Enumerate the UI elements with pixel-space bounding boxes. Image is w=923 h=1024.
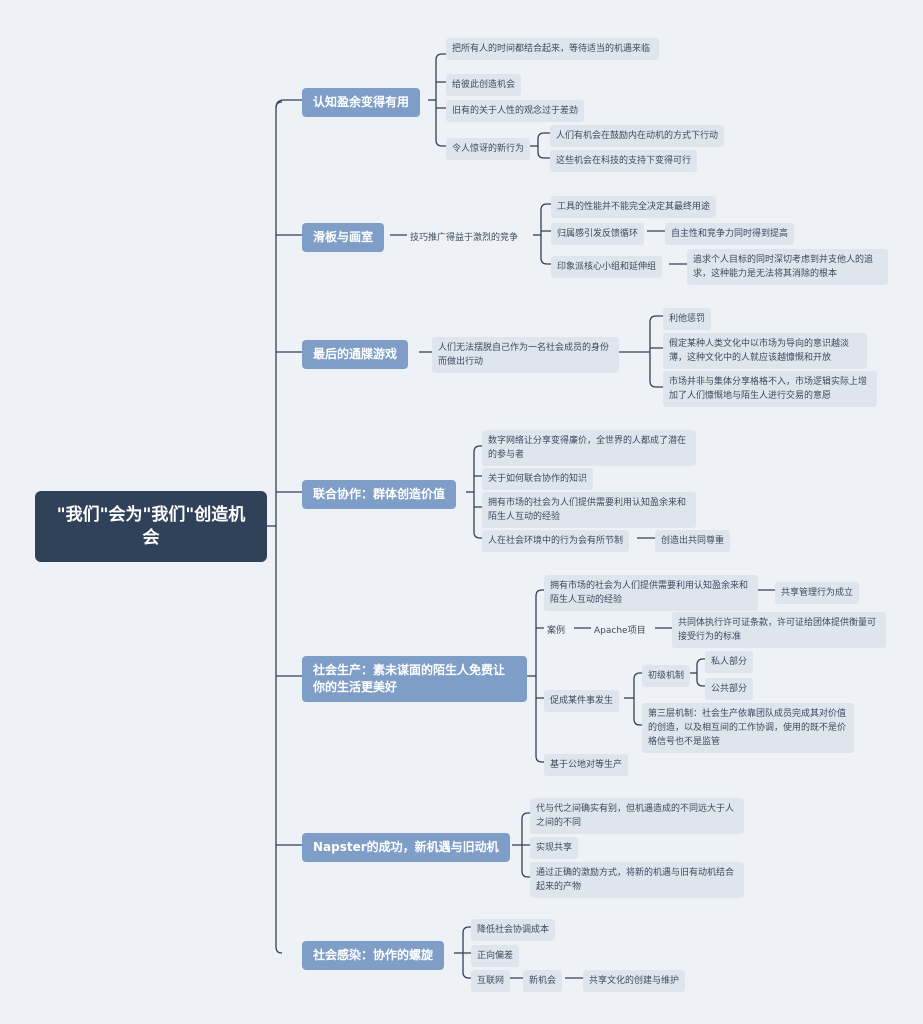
topic-social-contagion[interactable]: 社会感染：协作的螺旋: [302, 941, 445, 970]
subtopic-sharing-culture[interactable]: 共享文化的创建与维护: [583, 970, 686, 992]
subtopic-new-opportunity[interactable]: 新机会: [523, 970, 563, 992]
subtopic-third-mechanism[interactable]: 第三层机制：社会生产依靠团队成员完成其对价值的创造，以及相互间的工作协调，使用的…: [642, 703, 854, 753]
root-topic[interactable]: "我们"会为"我们"创造机会: [35, 491, 267, 562]
subtopic-make-happen[interactable]: 促成某件事发生: [544, 690, 620, 712]
subtopic-old-human-nature[interactable]: 旧有的关于人性的观念过于差劲: [446, 100, 585, 122]
subtopic-market-culture[interactable]: 假定某种人类文化中以市场为导向的意识越淡薄，这种文化中的人就应该越慷慨和开放: [663, 333, 867, 369]
subtopic-public-part[interactable]: 公共部分: [705, 678, 754, 700]
topic-ultimatum-game[interactable]: 最后的通牒游戏: [302, 340, 409, 369]
subtopic-social-identity[interactable]: 人们无法摆脱自己作为一名社会成员的身份而做出行动: [432, 337, 619, 373]
subtopic-positive-deviance[interactable]: 正向偏差: [471, 945, 520, 967]
topic-social-production[interactable]: 社会生产：素未谋面的陌生人免费让你的生活更美好: [302, 656, 527, 702]
topic-cognitive-surplus[interactable]: 认知盈余变得有用: [302, 88, 421, 117]
subtopic-market-logic[interactable]: 市场并非与集体分享格格不入，市场逻辑实际上增加了人们慷慨地与陌生人进行交易的意愿: [663, 371, 877, 407]
subtopic-skill-competition[interactable]: 技巧推广得益于激烈的竞争: [410, 233, 519, 243]
subtopic-incentive-product[interactable]: 通过正确的激励方式，将新的机遇与旧有动机结合起来的产物: [530, 862, 744, 898]
subtopic-digital-network[interactable]: 数字网络让分享变得廉价，全世界的人都成了潜在的参与者: [482, 430, 696, 466]
subtopic-generation-difference[interactable]: 代与代之间确实有别，但机遇造成的不同远大于人之间的不同: [530, 798, 744, 834]
subtopic-collaboration-knowledge[interactable]: 关于如何联合协作的知识: [482, 468, 594, 490]
subtopic-tech-support[interactable]: 这些机会在科技的支持下变得可行: [550, 150, 698, 172]
topic-napster[interactable]: Napster的成功，新机遇与旧动机: [302, 833, 510, 862]
subtopic-achieve-sharing[interactable]: 实现共享: [530, 837, 579, 859]
subtopic-apache[interactable]: Apache项目: [594, 626, 646, 636]
subtopic-commons-production[interactable]: 基于公地对等生产: [544, 754, 629, 776]
subtopic-altruistic-punishment[interactable]: 利他惩罚: [663, 308, 712, 330]
subtopic-primary-mechanism[interactable]: 初级机制: [642, 665, 691, 687]
subtopic-belonging-feedback[interactable]: 归属感引发反馈循环: [551, 223, 645, 245]
subtopic-license-terms[interactable]: 共同体执行许可证条款，许可证给团体提供衡量可接受行为的标准: [672, 612, 886, 648]
subtopic-shared-management[interactable]: 共享管理行为成立: [775, 582, 860, 604]
subtopic-autonomy-competence[interactable]: 自主性和竞争力同时得到提高: [665, 223, 795, 245]
topic-skateboard-studio[interactable]: 滑板与画室: [302, 223, 385, 252]
subtopic-tool-performance[interactable]: 工具的性能并不能完全决定其最终用途: [551, 196, 717, 218]
subtopic-internet[interactable]: 互联网: [471, 970, 511, 992]
subtopic-market-society[interactable]: 拥有市场的社会为人们提供需要利用认知盈余来和陌生人互动的经验: [482, 492, 696, 528]
subtopic-mutual-respect[interactable]: 创造出共同尊重: [655, 530, 731, 552]
subtopic-private-part[interactable]: 私人部分: [705, 651, 754, 673]
subtopic-impressionist-detail[interactable]: 追求个人目标的同时深切考虑到并支他人的追求，这种能力是无法将其消除的根本: [687, 249, 888, 285]
subtopic-coordination-cost[interactable]: 降低社会协调成本: [471, 919, 556, 941]
subtopic-case[interactable]: 案例: [547, 626, 566, 636]
subtopic-impressionist-groups[interactable]: 印象派核心小组和延伸组: [551, 256, 663, 278]
topic-collaboration[interactable]: 联合协作：群体创造价值: [302, 480, 457, 509]
subtopic-create-opportunity[interactable]: 给彼此创造机会: [446, 74, 522, 96]
subtopic-surprising-behavior[interactable]: 令人惊讶的新行为: [446, 138, 531, 160]
subtopic-intrinsic-motivation[interactable]: 人们有机会在鼓励内在动机的方式下行动: [550, 125, 725, 147]
subtopic-market-experience[interactable]: 拥有市场的社会为人们提供需要利用认知盈余来和陌生人互动的经验: [544, 575, 758, 611]
subtopic-combine-time[interactable]: 把所有人的时间都结合起来，等待适当的机遇来临: [446, 38, 659, 60]
subtopic-social-restraint[interactable]: 人在社会环境中的行为会有所节制: [482, 530, 630, 552]
